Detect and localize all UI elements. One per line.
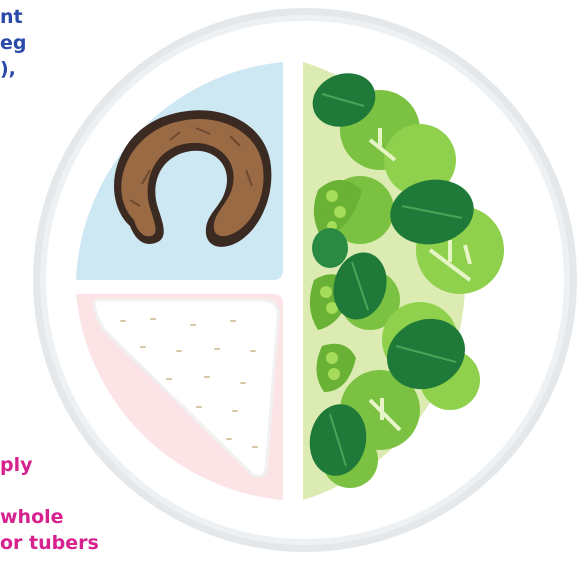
top-caption-line-2: eg: [0, 30, 27, 56]
bottom-caption-line-3: or tubers: [0, 530, 99, 556]
bottom-caption: ply whole or tubers: [0, 452, 99, 556]
bottom-caption-line-1: ply: [0, 452, 99, 478]
top-caption: nt eg ),: [0, 4, 27, 82]
top-caption-line-1: nt: [0, 4, 27, 30]
bottom-caption-line-2: whole: [0, 504, 99, 530]
top-caption-line-3: ),: [0, 56, 27, 82]
